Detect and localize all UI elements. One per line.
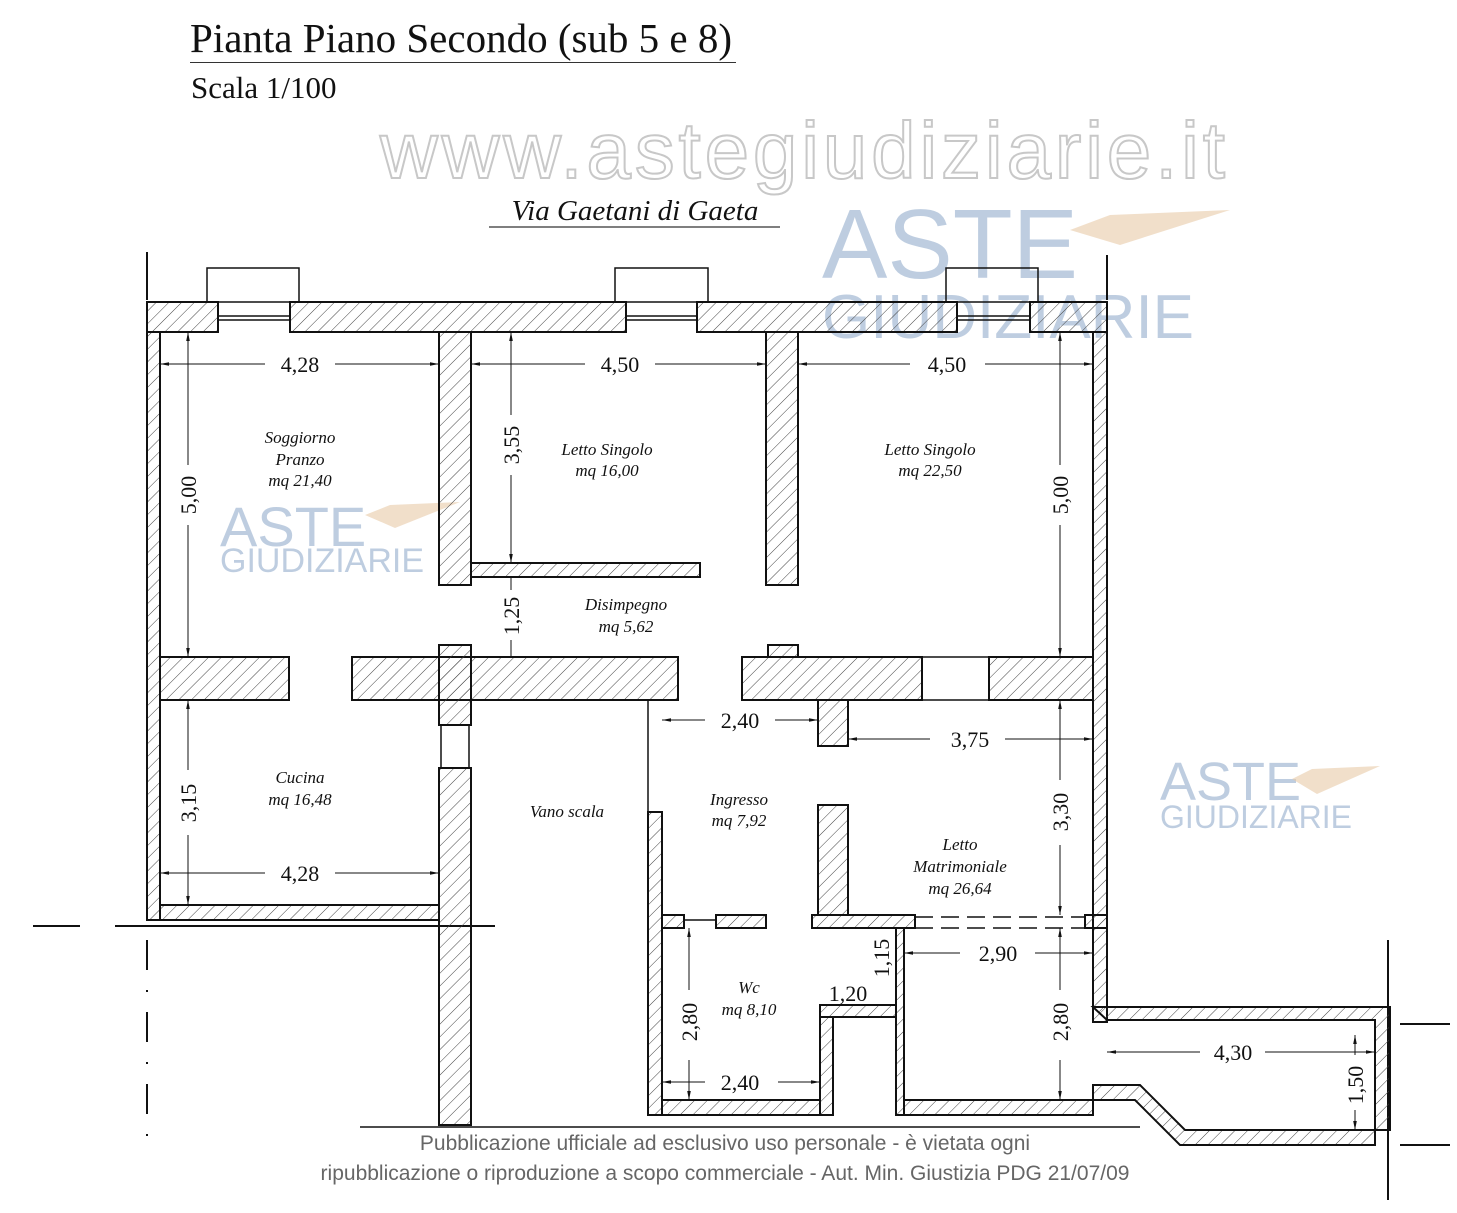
notice-line-2: ripubblicazione o riproduzione a scopo c…: [321, 1162, 1130, 1185]
room-vano-scala: Vano scala: [530, 802, 604, 821]
street-name: Via Gaetani di Gaeta: [512, 195, 759, 227]
svg-text:4,28: 4,28: [281, 352, 320, 377]
svg-text:4,50: 4,50: [601, 352, 640, 377]
svg-text:Pranzo: Pranzo: [274, 450, 324, 469]
axis-lines: [33, 252, 1450, 1200]
svg-text:1,15: 1,15: [869, 939, 894, 978]
svg-text:ASTE: ASTE: [220, 495, 366, 558]
svg-text:3,30: 3,30: [1048, 793, 1073, 832]
room-soggiorno: Soggiorno Pranzo mq 21,40: [265, 428, 336, 490]
svg-text:1,20: 1,20: [829, 981, 868, 1006]
svg-text:Cucina: Cucina: [275, 768, 324, 787]
svg-text:mq 26,64: mq 26,64: [928, 879, 992, 898]
drawing-scale: Scala 1/100: [191, 70, 337, 105]
svg-text:3,15: 3,15: [176, 784, 201, 823]
windows: [206, 267, 1085, 929]
svg-text:2,40: 2,40: [721, 708, 760, 733]
watermark-logo-left: ASTE GIUDIZIARIE: [220, 495, 460, 580]
svg-text:4,50: 4,50: [928, 352, 967, 377]
walls: [146, 301, 1391, 1146]
svg-text:GIUDIZIARIE: GIUDIZIARIE: [1160, 799, 1352, 835]
svg-text:Matrimoniale: Matrimoniale: [912, 857, 1007, 876]
room-cucina: Cucina mq 16,48: [268, 768, 332, 809]
svg-text:mq 16,48: mq 16,48: [268, 790, 332, 809]
svg-text:3,75: 3,75: [951, 727, 990, 752]
svg-text:Ingresso: Ingresso: [709, 790, 768, 809]
svg-text:Letto Singolo: Letto Singolo: [883, 440, 975, 459]
svg-text:ASTE: ASTE: [1160, 752, 1301, 812]
svg-text:2,80: 2,80: [677, 1003, 702, 1042]
room-ingresso: Ingresso mq 7,92: [709, 790, 768, 830]
svg-text:1,25: 1,25: [499, 597, 524, 636]
svg-text:mq 5,62: mq 5,62: [599, 617, 654, 636]
room-wc: Wc mq 8,10: [722, 978, 777, 1019]
svg-text:5,00: 5,00: [1048, 476, 1073, 515]
svg-text:mq 8,10: mq 8,10: [722, 1000, 777, 1019]
svg-text:3,55: 3,55: [499, 426, 524, 465]
svg-text:mq 22,50: mq 22,50: [898, 461, 962, 480]
svg-text:2,40: 2,40: [721, 1070, 760, 1095]
svg-text:5,00: 5,00: [176, 476, 201, 515]
svg-text:1,50: 1,50: [1343, 1066, 1368, 1105]
room-letto-singolo-1: Letto Singolo mq 16,00: [560, 440, 652, 480]
watermark-site: www.astegiudiziarie.it: [379, 106, 1225, 195]
svg-text:Letto Singolo: Letto Singolo: [560, 440, 652, 459]
svg-text:Soggiorno: Soggiorno: [265, 428, 336, 447]
svg-text:4,30: 4,30: [1214, 1040, 1253, 1065]
drawing-title: Pianta Piano Secondo (sub 5 e 8): [190, 14, 737, 63]
svg-text:2,90: 2,90: [979, 941, 1018, 966]
room-disimpegno: Disimpegno mq 5,62: [584, 595, 667, 636]
gavel-icon: [365, 502, 460, 528]
svg-text:Disimpegno: Disimpegno: [584, 595, 667, 614]
svg-text:mq 21,40: mq 21,40: [268, 471, 332, 490]
dimension-lines: [160, 332, 1375, 1130]
svg-text:GIUDIZIARIE: GIUDIZIARIE: [220, 542, 424, 580]
svg-text:ASTE: ASTE: [822, 189, 1078, 299]
notice-line-1: Pubblicazione ufficiale ad esclusivo uso…: [420, 1132, 1030, 1155]
gavel-icon: [1292, 766, 1380, 794]
svg-text:4,28: 4,28: [281, 861, 320, 886]
svg-text:mq 16,00: mq 16,00: [575, 461, 639, 480]
svg-text:2,80: 2,80: [1048, 1003, 1073, 1042]
watermark-logo-right: ASTE GIUDIZIARIE: [1160, 752, 1380, 835]
svg-text:Wc: Wc: [738, 978, 760, 997]
dimension-labels: 4,28 4,50 4,50 5,00 3,55 5,00 1,25 2,40 …: [176, 352, 1368, 1104]
gavel-icon: [1070, 210, 1230, 245]
room-letto-matrimoniale: Letto Matrimoniale mq 26,64: [912, 835, 1007, 898]
svg-text:Letto: Letto: [942, 835, 978, 854]
room-letto-singolo-2: Letto Singolo mq 22,50: [883, 440, 975, 480]
svg-text:mq 7,92: mq 7,92: [712, 811, 767, 830]
